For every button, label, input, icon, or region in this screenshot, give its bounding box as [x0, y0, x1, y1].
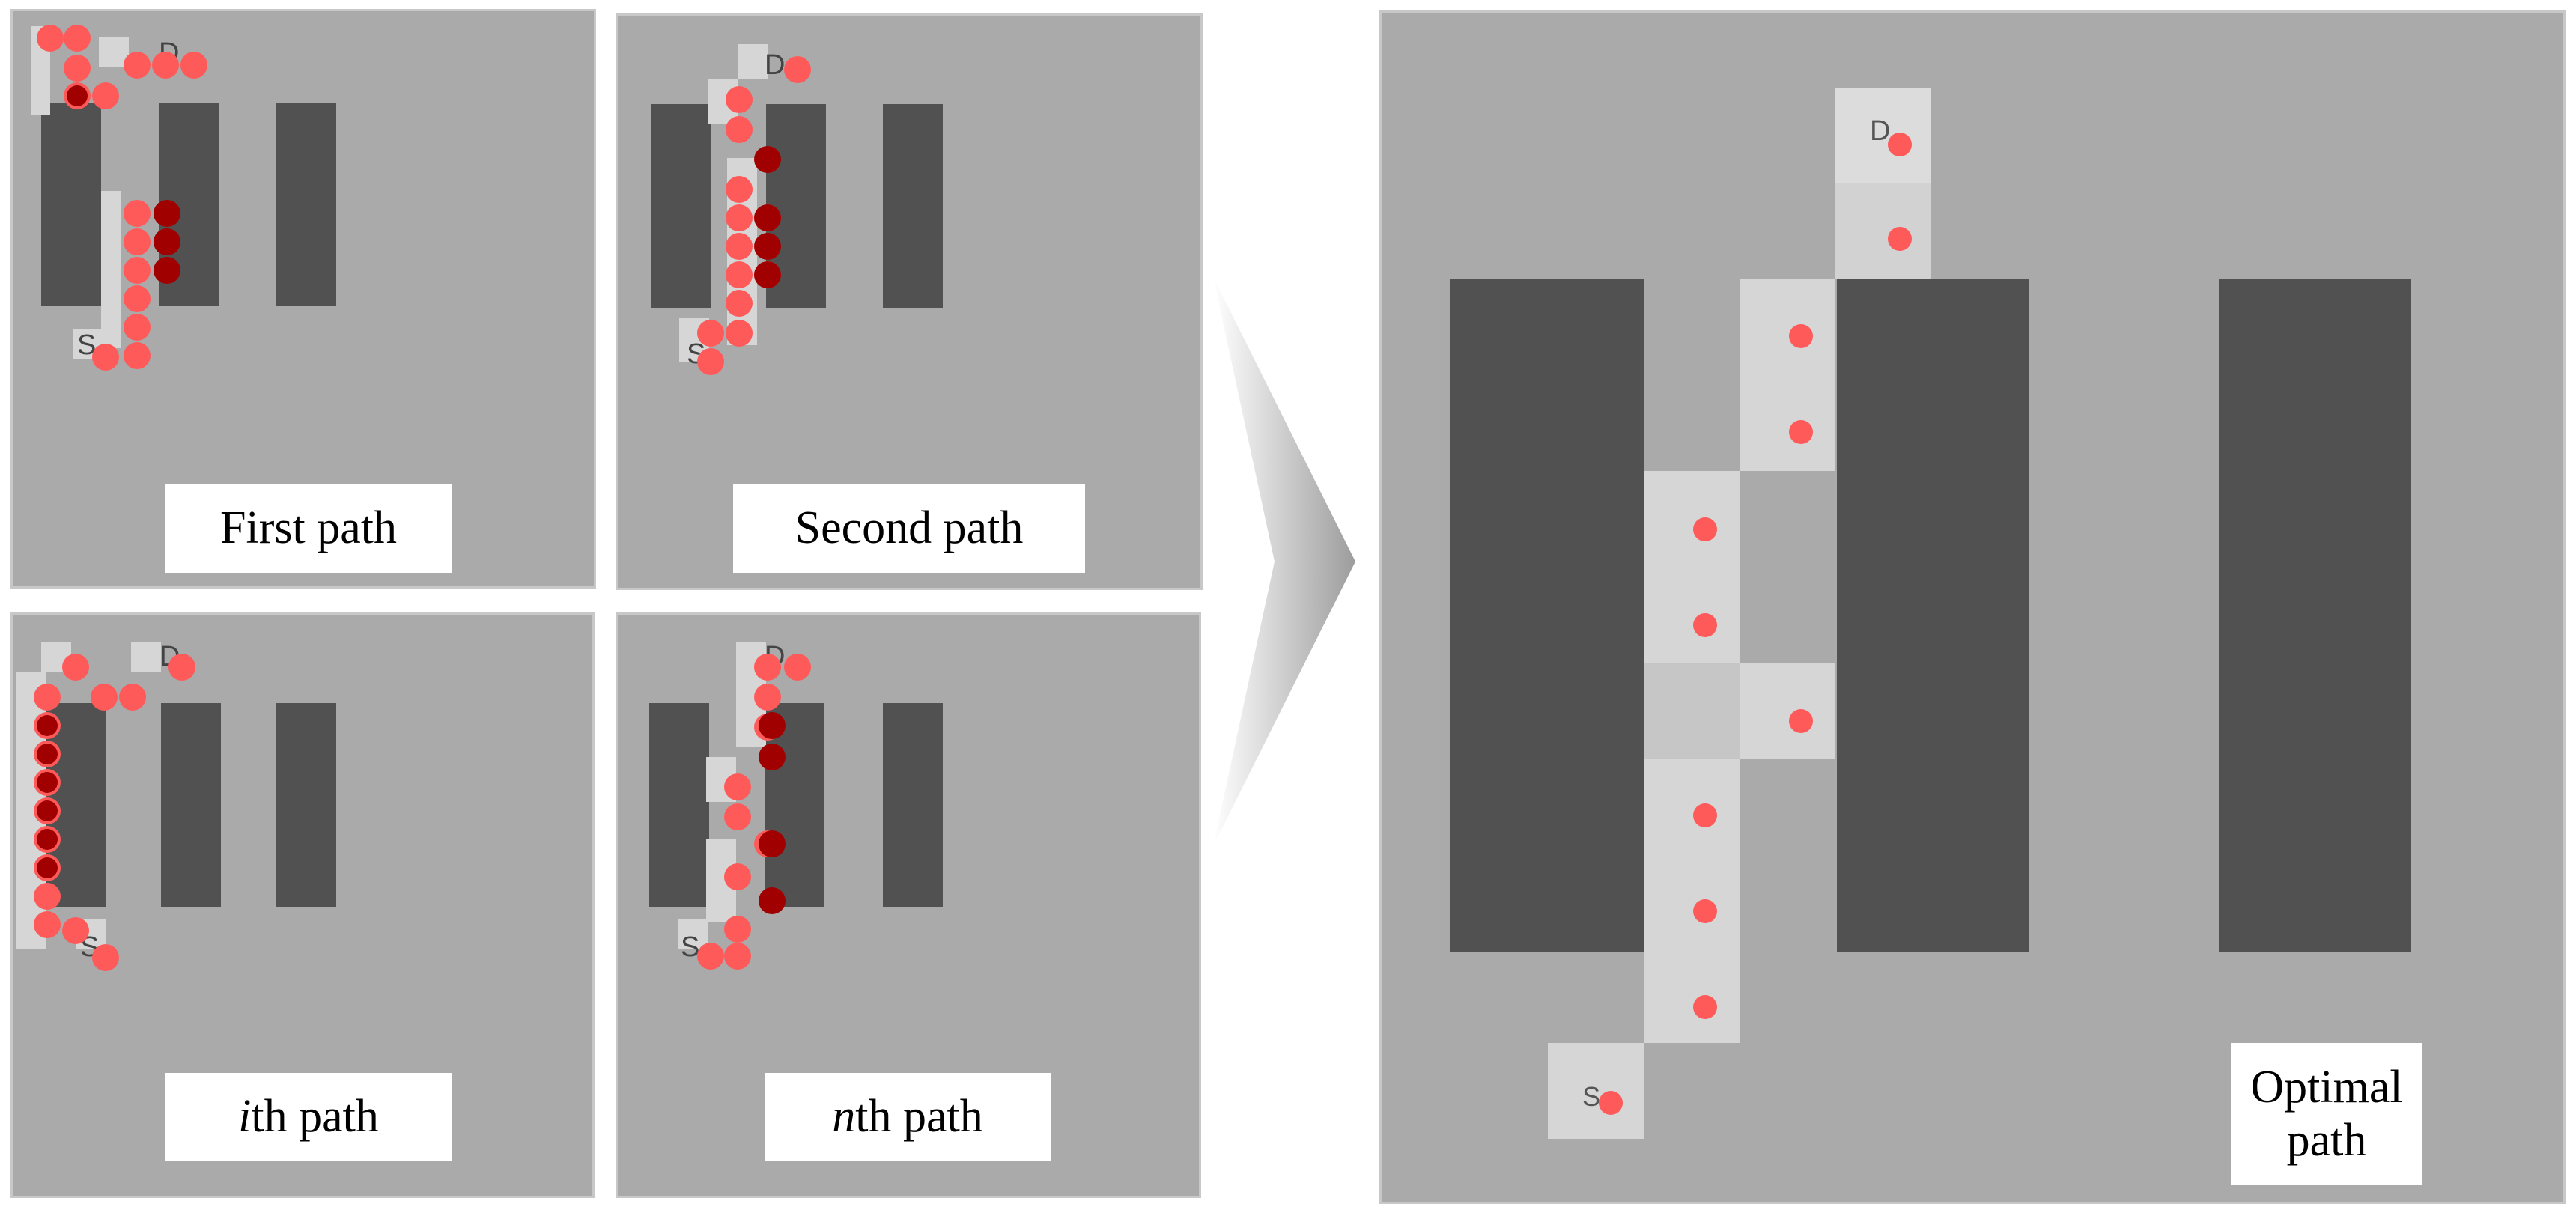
ith-caption-rest: th path: [251, 1091, 379, 1143]
first-path-panel: S D First path: [10, 9, 596, 589]
optimal-caption-line1: Optimal: [2250, 1061, 2403, 1113]
overlap-waypoints: [37, 715, 58, 878]
nth-path-grid: S D: [649, 641, 943, 970]
nth-path-panel: S D nth path: [616, 612, 1201, 1198]
ith-caption-italic: i: [238, 1091, 252, 1143]
optimal-caption-line2: path: [2286, 1115, 2367, 1166]
second-path-grid: S D: [651, 44, 943, 375]
destination-marker: D: [765, 49, 785, 81]
obstacle: [2219, 279, 2411, 952]
obstacle: [883, 703, 943, 907]
obstacle: [1837, 279, 2029, 952]
obstacle: [276, 703, 336, 907]
second-path-panel: S D Second path: [616, 13, 1203, 590]
overlap-waypoints: [754, 146, 781, 288]
overlap-waypoints: [67, 85, 180, 284]
obstacle: [649, 703, 709, 907]
first-path-caption: First path: [165, 484, 452, 573]
destination-marker: D: [1870, 115, 1890, 147]
ith-path-grid: S D: [16, 641, 336, 971]
path-cells: [1548, 88, 1931, 1139]
obstacle: [161, 703, 221, 907]
right-chevron-arrow-icon: [1213, 277, 1355, 846]
second-path-caption: Second path: [733, 484, 1085, 573]
nth-caption-italic: n: [832, 1091, 856, 1143]
obstacle: [276, 103, 336, 306]
optimal-path-grid: S D: [1450, 88, 2411, 1139]
start-marker: S: [1582, 1081, 1600, 1112]
overlap-waypoints: [759, 712, 786, 914]
optimal-waypoints: [1599, 133, 1912, 1115]
optimal-path-caption: Optimal path: [2231, 1043, 2422, 1185]
waypoints: [37, 25, 207, 371]
nth-caption-rest: th path: [855, 1091, 983, 1143]
obstacle: [1450, 279, 1644, 952]
obstacle: [883, 104, 943, 308]
obstacle: [651, 104, 711, 308]
first-path-grid: S D: [31, 25, 336, 371]
start-marker: S: [681, 931, 699, 963]
optimal-path-panel: S D Optimal path: [1379, 10, 2566, 1204]
obstacle: [41, 103, 101, 306]
